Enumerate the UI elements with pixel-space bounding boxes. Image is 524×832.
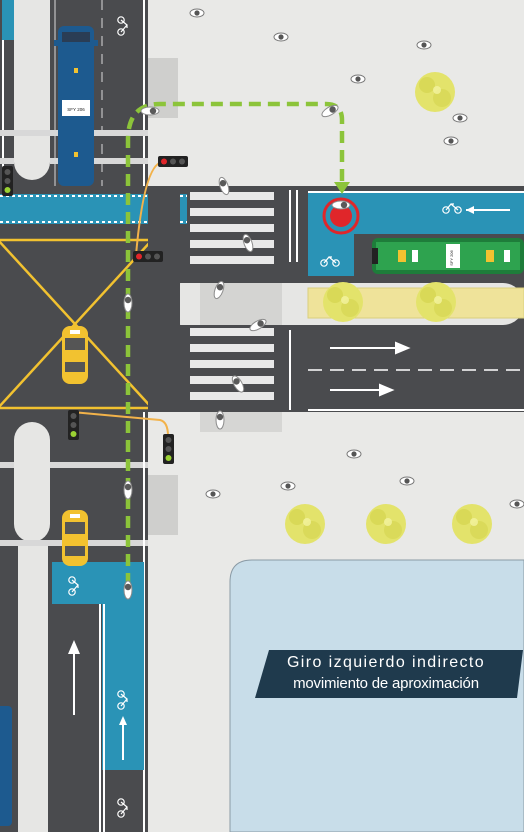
bus-plate: SFY 206 — [67, 107, 85, 112]
bus-bottom-left — [0, 706, 12, 826]
approach-path — [125, 101, 345, 585]
lane-arrows-right — [330, 341, 411, 397]
caption-line-2: movimiento de aproximación — [293, 675, 479, 692]
caption-line-1: Giro izquierdo indirecto — [286, 654, 486, 671]
taxi-icon-lower — [62, 510, 88, 566]
tree-icon — [415, 72, 455, 112]
traffic-light-icon-3 — [2, 166, 13, 196]
zebra-crossing — [190, 192, 274, 400]
traffic-light-icon-4 — [68, 410, 79, 440]
tram-icon — [372, 238, 524, 274]
traffic-light-icon-2 — [133, 251, 163, 262]
caption-box: Giro izquierdo indirecto movimiento de a… — [255, 650, 523, 698]
traffic-light-icon — [158, 156, 188, 167]
taxi-icon — [62, 326, 88, 384]
tram-plate: SFY 206 — [449, 249, 454, 265]
stop-marker-icon — [322, 197, 360, 235]
traffic-light-icon-5 — [163, 434, 174, 464]
bus-icon — [54, 26, 98, 186]
